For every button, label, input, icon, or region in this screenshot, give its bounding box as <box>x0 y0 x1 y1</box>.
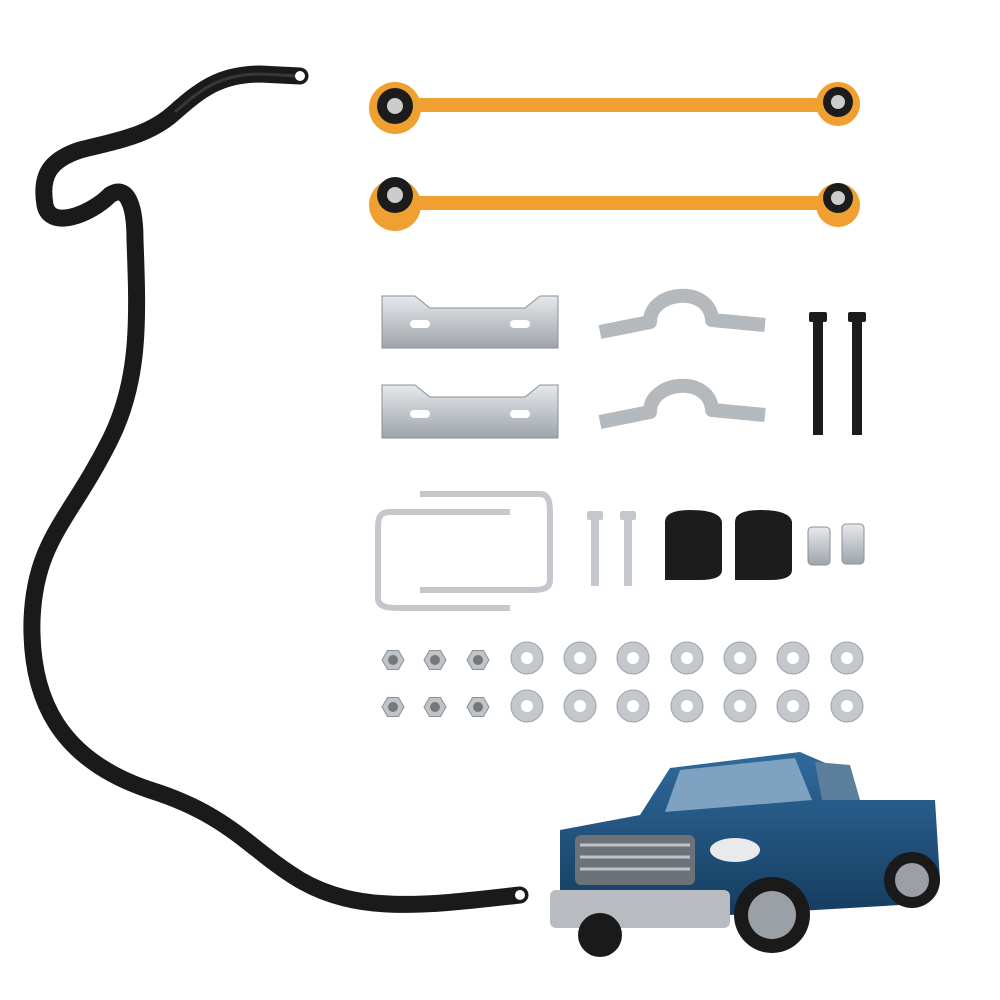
washer <box>723 689 757 723</box>
bushings <box>665 510 792 580</box>
brackets <box>381 295 559 439</box>
u-bolts <box>375 491 553 611</box>
washers <box>510 641 864 723</box>
truck-photo <box>550 752 940 957</box>
washer <box>723 641 757 675</box>
long-bolts <box>809 312 866 435</box>
nut <box>423 697 447 717</box>
washer <box>670 689 704 723</box>
washer <box>830 641 864 675</box>
nut <box>381 697 405 717</box>
bushing-clamps <box>598 288 766 429</box>
short-bolts <box>587 511 636 586</box>
washer <box>830 689 864 723</box>
end-links <box>369 82 860 231</box>
washer <box>510 641 544 675</box>
washer <box>563 689 597 723</box>
washer <box>670 641 704 675</box>
sway-bar <box>23 65 529 913</box>
washer <box>563 641 597 675</box>
washer <box>510 689 544 723</box>
nuts <box>381 650 490 717</box>
nut <box>466 697 490 717</box>
nut <box>423 650 447 670</box>
washer <box>616 641 650 675</box>
nut <box>381 650 405 670</box>
spacers <box>807 523 865 566</box>
washer <box>776 689 810 723</box>
washer <box>776 641 810 675</box>
washer <box>616 689 650 723</box>
end-link <box>369 177 860 231</box>
nut <box>466 650 490 670</box>
end-link <box>369 82 860 134</box>
